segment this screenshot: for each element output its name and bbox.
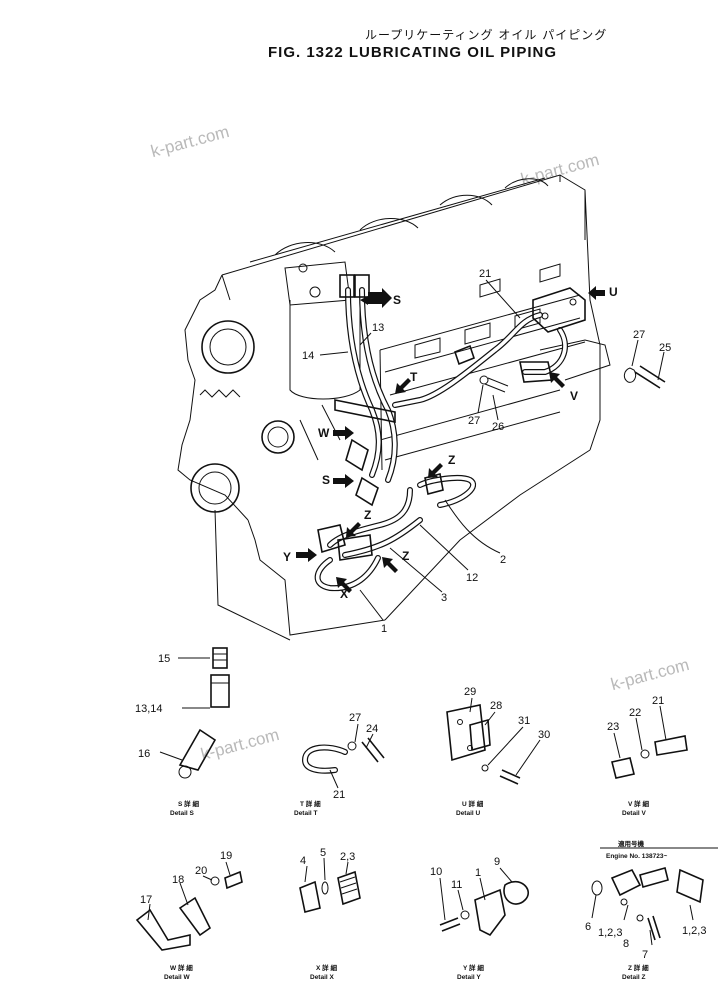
part-number: 19 [220, 850, 232, 862]
callout-12: 12 [466, 572, 478, 584]
detail-y: 10 11 1 9 Y 詳 細 Detail Y [430, 856, 529, 981]
part-number: 28 [490, 700, 502, 712]
arrow-label-u: U [609, 285, 618, 299]
callout-2: 2 [500, 554, 506, 566]
part-number: 27 [349, 712, 361, 724]
part-number: 16 [138, 748, 150, 760]
part-number: 24 [366, 723, 378, 735]
part-number: 7 [642, 949, 648, 961]
arrow-label-z: Z [402, 549, 409, 563]
detail-caption: Detail U [456, 810, 481, 817]
part-number: 5 [320, 847, 326, 859]
detail-caption-jp: S 詳 細 [178, 799, 199, 808]
detail-caption: Detail V [622, 810, 647, 817]
part-number: 1,2,3 [682, 925, 706, 937]
callout-13: 13 [372, 322, 384, 334]
detail-caption: Detail X [310, 974, 335, 981]
detail-caption: Detail T [294, 810, 318, 817]
detail-t: 27 24 21 T 詳 細 Detail T [294, 712, 385, 817]
detail-caption: Detail S [170, 810, 195, 817]
part-number: 15 [158, 653, 170, 665]
detail-caption-jp: X 詳 細 [316, 963, 337, 972]
part-number: 29 [464, 686, 476, 698]
detail-z: 6 1,2,3 8 7 1,2,3 適用号機 Engine No. 138723… [585, 839, 718, 981]
part-number: 30 [538, 729, 550, 741]
part-number: 21 [333, 789, 345, 801]
callout-26: 26 [492, 421, 504, 433]
part-number: 6 [585, 921, 591, 933]
callout-27: 27 [468, 415, 480, 427]
arrow-label-t: T [410, 370, 418, 384]
main-callout-labels: 21 13 14 27 25 27 26 2 12 3 1 [302, 268, 671, 635]
callout-3: 3 [441, 592, 447, 604]
detail-caption-jp: T 詳 細 [300, 799, 321, 808]
part-number: 22 [629, 707, 641, 719]
detail-caption-jp: W 詳 細 [170, 963, 193, 972]
detail-s: 15 13,14 16 S 詳 細 Detail S [135, 647, 230, 817]
callout-21: 21 [479, 268, 491, 280]
part-number: 31 [518, 715, 530, 727]
detail-caption-jp: U 詳 細 [462, 799, 484, 808]
engine-block-illustration [177, 174, 666, 641]
arrow-label-s: S [393, 293, 401, 307]
detail-caption: Detail Z [622, 974, 646, 981]
detail-x: 4 5 2,3 X 詳 細 Detail X [299, 847, 361, 981]
part-number: 23 [607, 721, 619, 733]
detail-caption: Detail W [164, 974, 191, 981]
callout-25: 25 [659, 342, 671, 354]
arrow-label-x: X [340, 587, 348, 601]
part-number: 17 [140, 894, 152, 906]
detail-w: 17 18 20 19 W 詳 細 Detail W [135, 850, 243, 981]
part-number: 9 [494, 856, 500, 868]
arrow-label-s2: S [322, 473, 330, 487]
part-number: 20 [195, 865, 207, 877]
part-number: 13,14 [135, 703, 163, 715]
callout-1: 1 [381, 623, 387, 635]
part-number: 10 [430, 866, 442, 878]
part-number: 11 [451, 879, 462, 891]
detail-caption-jp: V 詳 細 [628, 799, 649, 808]
callout-14: 14 [302, 350, 314, 362]
arrow-label-z: Z [448, 453, 455, 467]
detail-caption: Detail Y [457, 974, 481, 981]
applicability-jp: 適用号機 [618, 839, 645, 848]
part-number: 2,3 [340, 851, 355, 863]
part-number: 18 [172, 874, 184, 886]
arrow-label-v: V [570, 389, 578, 403]
detail-u: 29 28 31 30 U 詳 細 Detail U [446, 686, 550, 817]
arrow-label-w: W [318, 426, 330, 440]
arrow-label-z: Z [364, 508, 371, 522]
detail-caption-jp: Y 詳 細 [463, 963, 484, 972]
applicability-engine-no: Engine No. 138723~ [606, 853, 667, 860]
part-number: 1,2,3 [598, 927, 622, 939]
part-number: 4 [300, 855, 306, 867]
figure-title: FIG. 1322 LUBRICATING OIL PIPING [268, 44, 557, 61]
view-arrows: S U T V W S Z Z Z Y X [283, 285, 618, 601]
part-number: 1 [475, 867, 481, 879]
part-number: 21 [652, 695, 664, 707]
detail-caption-jp: Z 詳 細 [628, 963, 649, 972]
figure-title-japanese: ループリケーティング オイル パイピング [365, 28, 608, 42]
oil-pipe-assembly [314, 274, 665, 621]
arrow-label-y: Y [283, 550, 291, 564]
detail-v: 23 22 21 V 詳 細 Detail V [607, 695, 688, 817]
callout-27: 27 [633, 329, 645, 341]
part-number: 8 [623, 938, 629, 950]
